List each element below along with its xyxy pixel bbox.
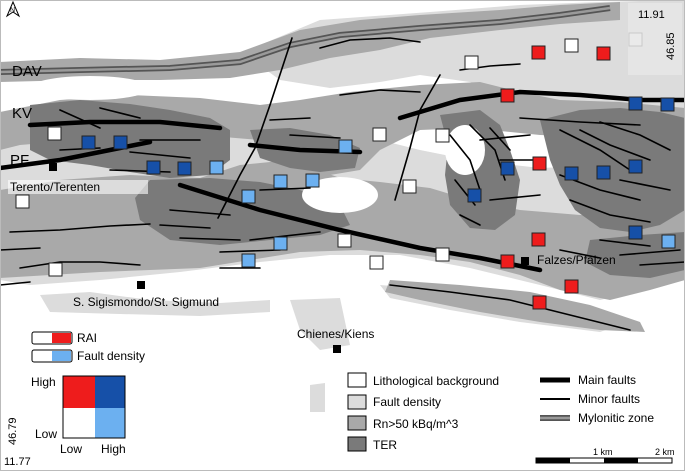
coord-bottom-lon: 11.77	[4, 456, 31, 468]
town-marker-falzes	[521, 257, 529, 265]
marker-light-blue	[209, 160, 224, 175]
scale-label-2km: 2 km	[655, 447, 675, 457]
town-marker-chienes	[333, 345, 341, 353]
coord-box-top	[628, 3, 682, 75]
fault-label-kv: KV	[12, 105, 32, 122]
north-label: N	[10, 7, 15, 14]
marker-dark-blue	[628, 225, 643, 240]
marker-red	[596, 46, 611, 61]
north-arrow: N	[5, 0, 21, 18]
marker-red	[532, 156, 547, 171]
marker-light-blue	[273, 236, 288, 251]
marker-dark-blue	[81, 135, 96, 150]
marker-white	[564, 38, 579, 53]
legend-lithological-label: Lithological background	[373, 374, 499, 388]
legend-ter-label: TER	[373, 438, 397, 452]
scale-label-1km: 1 km	[593, 447, 613, 457]
scale-bar: 1 km 2 km	[535, 447, 675, 464]
marker-red	[531, 45, 546, 60]
marker-light-blue	[305, 173, 320, 188]
legend-fault-density-area-label: Fault density	[373, 395, 441, 409]
fault-label-pf: PF	[10, 152, 29, 169]
marker-white	[47, 126, 62, 141]
legend-rai-label: RAI	[77, 331, 97, 345]
legend-minor-faults-label: Minor faults	[578, 392, 640, 406]
coord-bottom-lat: 46.79	[7, 417, 19, 445]
marker-white	[402, 179, 417, 194]
matrix-low-x: Low	[60, 442, 82, 456]
town-label-falzes: Falzes/Pfalzen	[537, 253, 616, 267]
town-label-sigismondo: S. Sigismondo/St. Sigmund	[73, 295, 219, 309]
matrix-high-y: High	[31, 375, 56, 389]
legend-mylonitic-label: Mylonitic zone	[578, 411, 654, 425]
town-label-chienes: Chienes/Kiens	[297, 327, 374, 341]
legend-fault-density-label: Fault density	[77, 349, 145, 363]
coord-top-lon: 11.91	[638, 9, 665, 21]
marker-light-blue	[338, 139, 353, 154]
lithological-background-areas	[30, 76, 485, 213]
town-marker-terento	[49, 163, 57, 171]
marker-red	[532, 295, 547, 310]
coord-top-lat: 46.85	[665, 32, 677, 60]
town-marker-sigismondo	[137, 281, 145, 289]
matrix-high-x: High	[101, 442, 126, 456]
legend-main-faults-label: Main faults	[578, 373, 636, 387]
marker-dark-blue	[660, 97, 675, 112]
sample-markers	[15, 32, 676, 310]
north-arrow-icon	[5, 0, 21, 18]
marker-white	[15, 194, 30, 209]
town-markers	[49, 163, 529, 353]
town-label-terento: Terento/Terenten	[10, 180, 100, 194]
marker-white	[369, 255, 384, 270]
marker-dark-blue	[467, 188, 482, 203]
marker-white	[337, 233, 352, 248]
fault-label-dav: DAV	[12, 63, 42, 80]
marker-light-blue	[241, 189, 256, 204]
marker-light-blue	[273, 174, 288, 189]
marker-white	[372, 127, 387, 142]
marker-red	[500, 88, 515, 103]
bivariate-matrix	[62, 375, 126, 439]
marker-white	[435, 247, 450, 262]
mylonitic-zone	[0, 5, 611, 75]
marker-white	[435, 128, 450, 143]
marker-dark-blue	[628, 96, 643, 111]
marker-red	[564, 279, 579, 294]
marker-light-blue	[661, 234, 676, 249]
legend-rn-label: Rn>50 kBq/m^3	[373, 417, 459, 431]
marker-dark-blue	[596, 165, 611, 180]
marker-red	[500, 254, 515, 269]
marker-white	[48, 262, 63, 277]
marker-dark-blue	[628, 159, 643, 174]
marker-red	[531, 232, 546, 247]
marker-dark-blue	[113, 135, 128, 150]
minor-faults	[0, 37, 685, 331]
marker-dark-blue	[146, 160, 161, 175]
marker-dark-blue	[177, 161, 192, 176]
marker-dark-blue	[564, 166, 579, 181]
marker-white	[464, 55, 479, 70]
marker-light-blue	[241, 253, 256, 268]
legend-right: Lithological background Fault density Rn…	[347, 372, 654, 452]
main-faults	[0, 89, 685, 273]
matrix-low-y: Low	[35, 427, 57, 441]
marker-dark-blue	[500, 161, 515, 176]
legend-left: RAI Fault density High Low Low High	[31, 331, 145, 456]
